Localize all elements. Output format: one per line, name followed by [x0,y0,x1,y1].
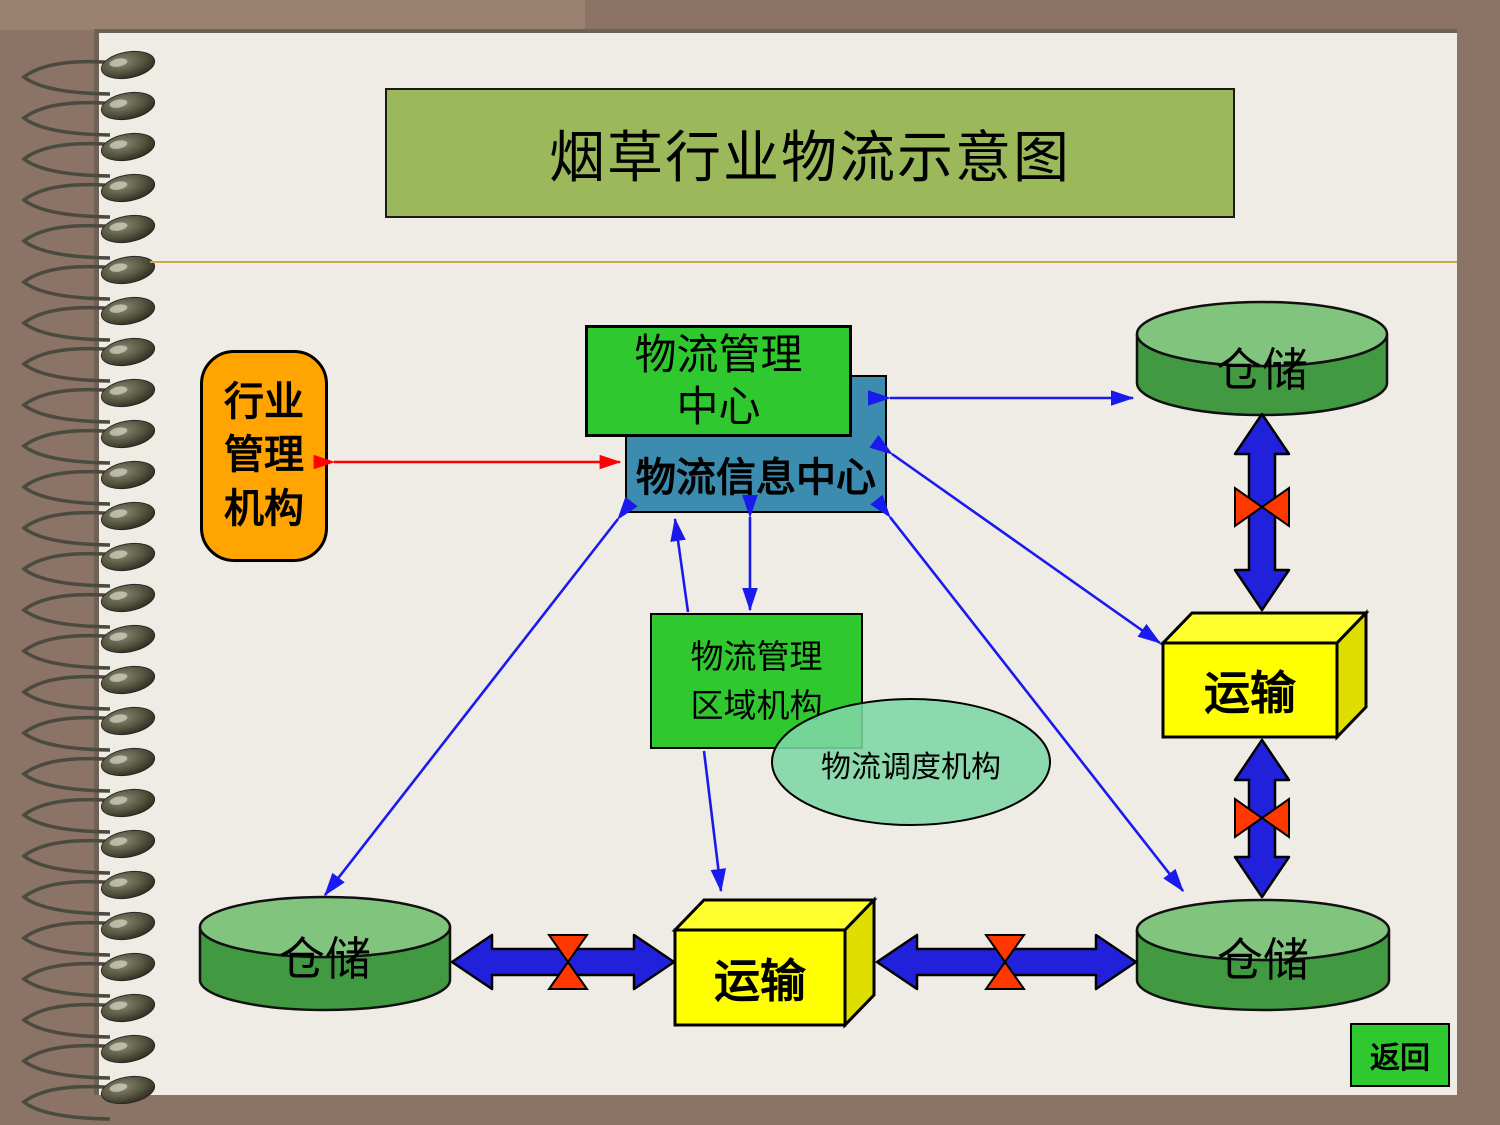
valve-icon-right-lower [1234,797,1290,839]
transport-box-middle [671,896,878,1029]
warehouse-cylinder-top-right [1135,300,1389,417]
valve-icon-bottom-right [984,934,1026,990]
page-title: 烟草行业物流示意图 [385,88,1235,218]
flow-arrow-warehouse-bl-transport-m [450,933,676,991]
flow-arrow-transport-m-warehouse-br [875,933,1138,991]
link-regional-to-info [670,517,690,613]
valve-icon-right-upper [1234,486,1290,528]
link-info-transport-r [869,434,1162,645]
background-strip [0,0,585,30]
link-info-warehouse-bl [323,496,638,897]
warehouse-cylinder-bottom-right [1135,898,1391,1012]
link-regional-to-transport-m [702,750,727,893]
warehouse-cylinder-bottom-left [198,895,452,1012]
node-dispatch-org-ellipse [771,698,1051,826]
divider-line [150,261,1457,263]
node-industry-admin: 行业 管理 机构 [200,350,328,562]
flow-arrow-warehouse-tr-transport-r [1233,412,1291,612]
back-button[interactable]: 返回 [1350,1023,1450,1087]
valve-icon-bottom-left [547,934,589,990]
node-logistics-mgmt-center: 物流管理 中心 [585,325,852,437]
transport-box-right [1159,609,1370,741]
